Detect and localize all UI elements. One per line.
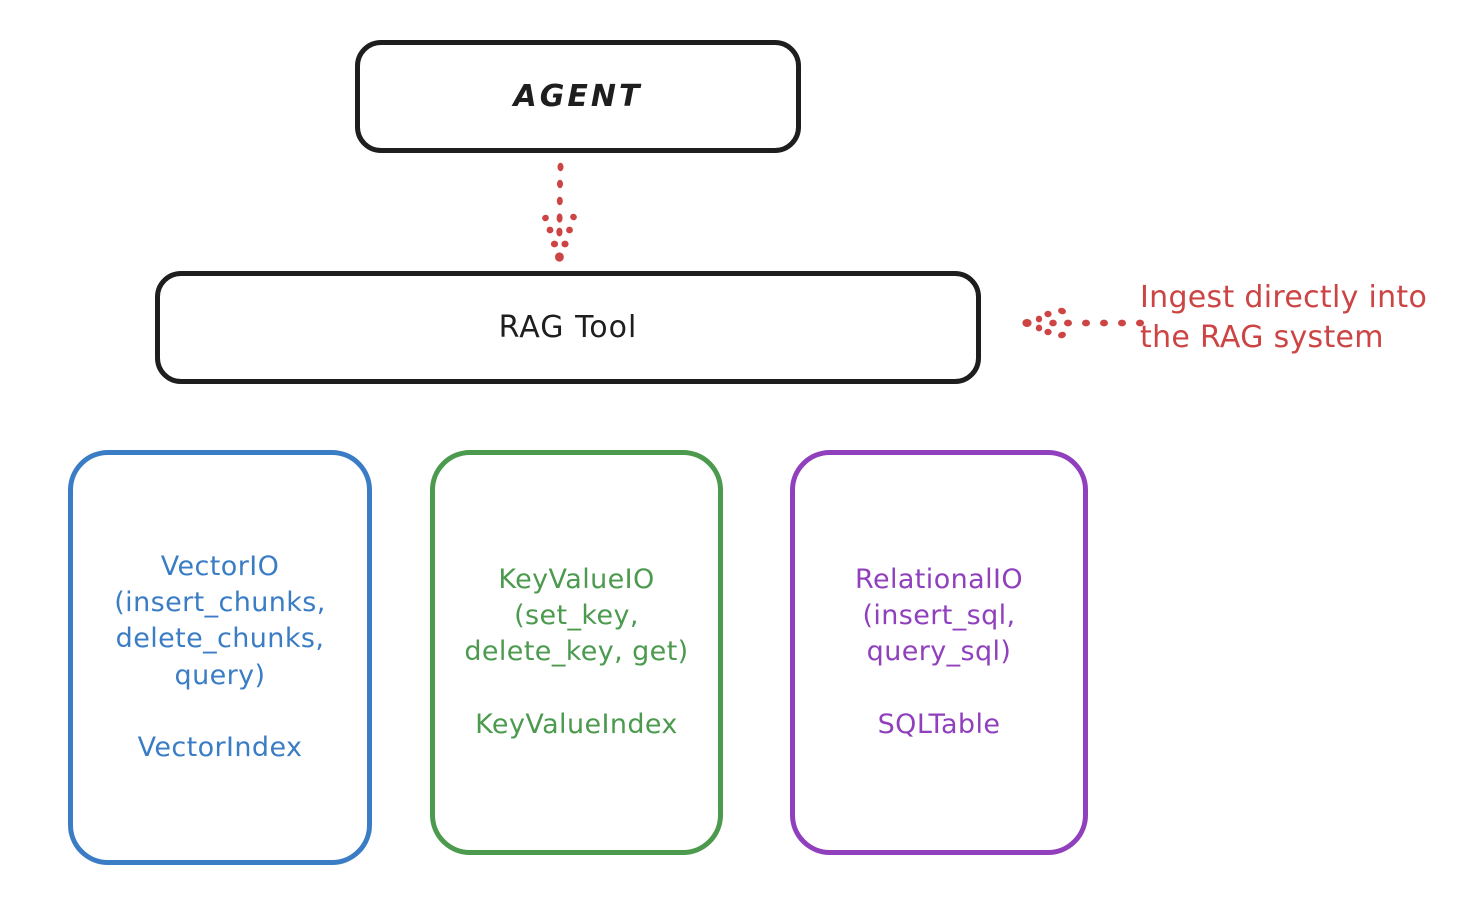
node-agent-label: AGENT: [513, 79, 643, 114]
node-relational-io[interactable]: RelationalIO (insert_sql, query_sql) SQL…: [790, 450, 1088, 855]
node-agent[interactable]: AGENT: [355, 40, 801, 153]
node-key-value-io-label: KeyValueIO (set_key, delete_key, get) Ke…: [464, 564, 689, 740]
agent-to-rag-tool-arrow: [542, 162, 577, 262]
node-rag-tool-label: RAG Tool: [498, 310, 638, 345]
node-vector-io[interactable]: VectorIO (insert_chunks, delete_chunks, …: [68, 450, 372, 865]
annotation-ingest-directly: Ingest directly into the RAG system: [1140, 280, 1428, 355]
node-rag-tool[interactable]: RAG Tool: [155, 271, 981, 384]
node-vector-io-label: VectorIO (insert_chunks, delete_chunks, …: [114, 550, 326, 763]
node-relational-io-label: RelationalIO (insert_sql, query_sql) SQL…: [855, 564, 1023, 740]
node-key-value-io[interactable]: KeyValueIO (set_key, delete_key, get) Ke…: [430, 450, 723, 855]
ingest-to-rag-tool-arrow: [1022, 307, 1144, 339]
